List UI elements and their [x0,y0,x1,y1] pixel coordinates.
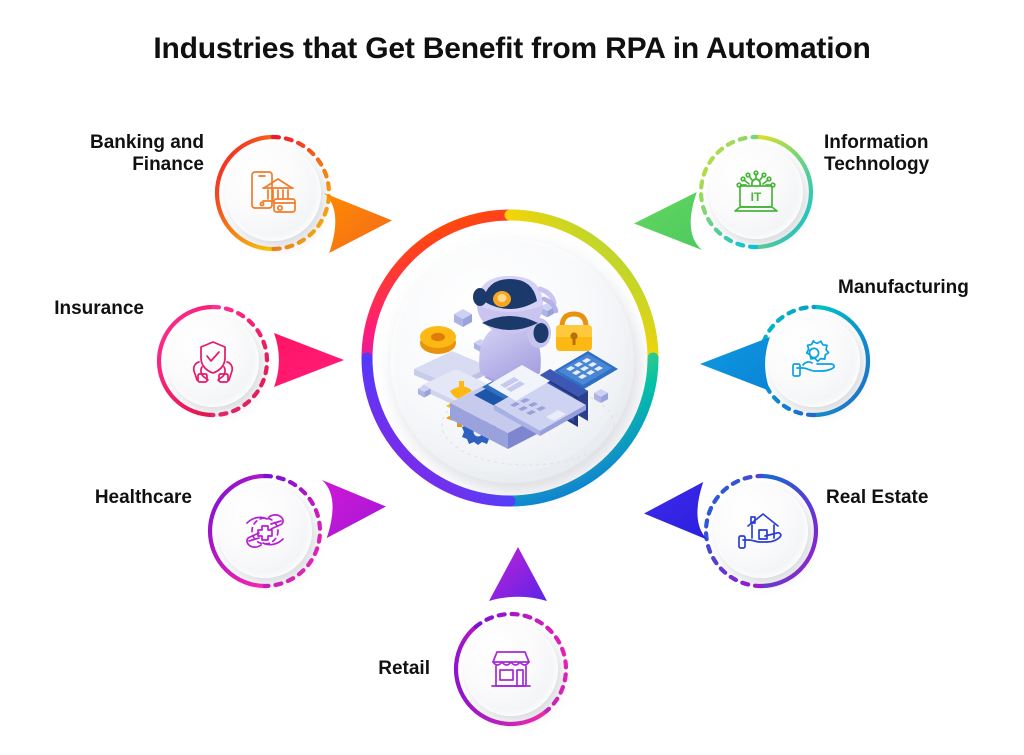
node-label-healthcare: Healthcare [94,487,192,508]
node-disc-insurance [167,315,259,407]
page-title: Industries that Get Benefit from RPA in … [153,32,871,65]
node-label-information-technology: Information Technology [824,132,930,176]
storefront-icon [464,622,558,716]
hand-house-icon [714,484,808,578]
hands-medical-cross-icon [218,484,312,578]
node-disc-manufacturing [768,315,860,407]
arrow-manufacturing [698,335,772,398]
node-label-manufacturing: Manufacturing [838,277,969,298]
arrow-information-technology [632,190,704,257]
node-healthcare[interactable] [206,472,324,590]
shield-in-hands-icon [167,315,259,407]
node-retail[interactable] [452,610,570,728]
laptop-it-circuit-icon: IT [709,145,803,239]
arrow-healthcare [320,478,388,545]
arrow-banking-and-finance [322,191,394,260]
node-label-retail: Retail [378,658,430,679]
arrow-insurance [272,331,346,394]
node-insurance[interactable] [155,303,271,419]
node-manufacturing[interactable] [756,303,872,419]
arrow-retail [487,545,549,608]
node-disc-real-estate [714,484,808,578]
node-disc-information-technology [709,145,803,239]
node-disc-retail [464,622,558,716]
node-banking-and-finance[interactable] [213,133,333,253]
node-real-estate[interactable] [702,472,820,590]
node-label-real-estate: Real Estate [826,487,929,508]
node-label-banking-and-finance: Banking and Finance [89,132,204,176]
bank-mobile-card-icon [225,145,321,241]
svg-text:IT: IT [751,190,762,204]
node-label-insurance: Insurance [54,298,144,319]
node-disc-healthcare [218,484,312,578]
arrow-real-estate [642,480,710,547]
hand-gear-icon [768,315,860,407]
center-hub [345,193,675,523]
node-information-technology[interactable]: IT [697,133,815,251]
